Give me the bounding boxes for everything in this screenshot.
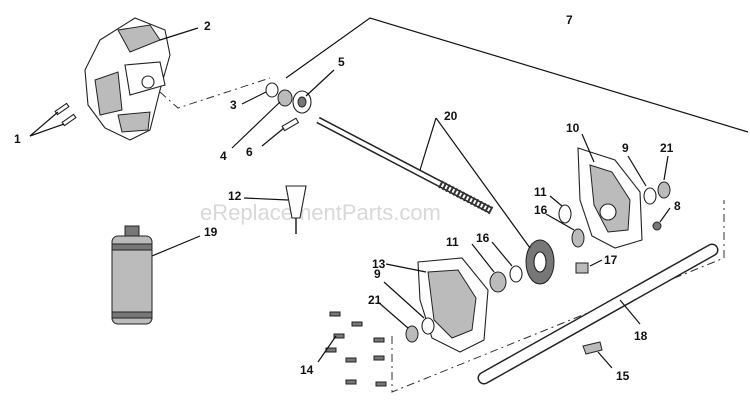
callout-12: 12 [228,189,242,203]
gear-case-right-part[interactable] [577,147,643,249]
key-part-15[interactable] [582,341,603,355]
callout-15: 15 [616,369,630,383]
callout-10: 10 [566,121,580,135]
impeller-housing-part[interactable] [84,17,171,141]
callout-9-left: 9 [374,267,381,281]
callout-3: 3 [230,98,237,112]
housing-dash-line [159,77,271,109]
spacer-part-4[interactable] [277,89,293,107]
assembly-bracket-7 [285,17,749,133]
washer-part-21-right[interactable] [657,181,671,199]
bearing-part-11-right[interactable] [558,204,572,224]
callout-11-left: 11 [446,235,459,249]
callout-11-right: 11 [534,185,547,199]
gear-case-left-part[interactable] [417,257,489,353]
callout-19: 19 [204,225,218,239]
callout-9-right: 9 [622,141,629,155]
axle-tube-part[interactable] [477,243,719,385]
callout-13: 13 [372,257,386,271]
washer-part-9-right[interactable] [643,187,657,205]
plug-part-17[interactable] [575,262,589,274]
callout-6: 6 [246,145,253,159]
washer-part-16-left[interactable] [509,265,523,283]
axle-dash-frame [391,200,725,393]
callout-16-right: 16 [534,203,548,217]
callout-1: 1 [14,132,21,146]
leader-lines [29,27,671,369]
washer-part-9-left[interactable] [421,317,435,335]
callout-18: 18 [634,329,648,343]
worm-shaft-part[interactable] [316,116,494,215]
callout-16-left: 16 [476,231,490,245]
callout-7: 7 [566,13,573,27]
washer-part-21-left[interactable] [405,325,419,343]
callout-2: 2 [204,19,211,33]
callout-21-right: 21 [660,141,674,155]
callout-5: 5 [338,55,345,69]
worm-gear-part[interactable] [525,239,555,285]
callout-8: 8 [674,199,681,213]
grease-tube-part[interactable] [285,185,307,234]
screw-part-8[interactable] [652,221,662,231]
lubricant-bottle-part[interactable] [111,225,153,325]
callout-4: 4 [220,149,227,163]
callout-20: 20 [444,109,458,123]
washer-part-16-right[interactable] [571,228,585,248]
bolts-part-14[interactable] [325,311,387,387]
bearing-part-11-left[interactable] [489,271,507,293]
callout-21-left: 21 [368,293,382,307]
callout-17: 17 [604,253,618,267]
bushing-part-5[interactable] [292,90,312,114]
callout-14: 14 [300,363,314,377]
washer-part-3[interactable] [265,82,279,98]
watermark-text: eReplacementParts.com [200,200,441,225]
shear-pins-part[interactable] [54,102,77,127]
key-part-6[interactable] [281,117,300,132]
